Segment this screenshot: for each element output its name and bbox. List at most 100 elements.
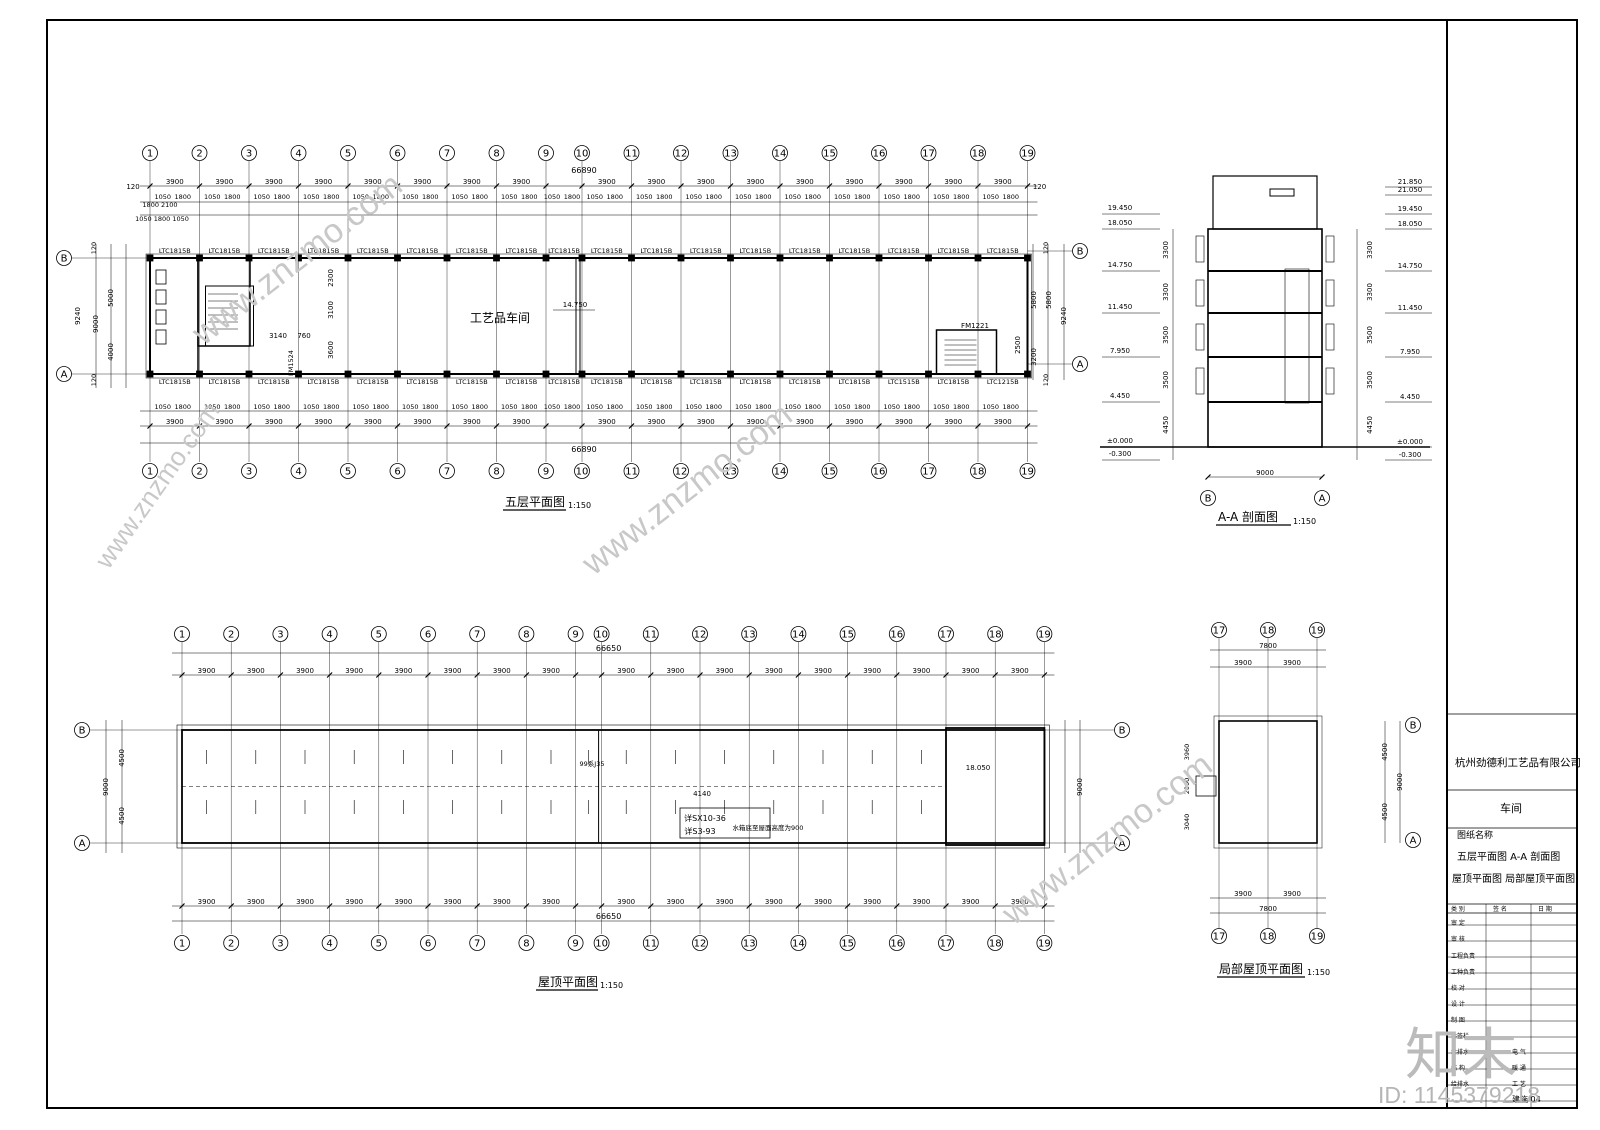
dim-tick <box>326 903 333 909</box>
tb-row-9: 结 构 <box>1451 1064 1465 1072</box>
roof-axis-top-8-bubble <box>518 626 535 642</box>
roof-axis-top-9-bubble <box>567 626 584 642</box>
plan5-axis-top-12-bubble <box>673 145 689 161</box>
roof-axis-top-17-bubble <box>938 626 954 642</box>
plan5-column <box>974 370 982 378</box>
plan5-dim-5800-b: 5800 <box>1030 291 1038 309</box>
dim-tick <box>228 903 235 909</box>
plan5-axis-top-3-bubble <box>241 145 257 161</box>
plan5-dim-sub-bottom: 1800 <box>372 403 389 411</box>
roof-dim-bay-top: 3900 <box>716 667 734 675</box>
roof-axis-bottom-19-bubble <box>1036 935 1053 951</box>
roof-axis-bottom-17-bubble <box>938 935 954 951</box>
section-axis-A-label: A <box>1319 494 1326 505</box>
plan5-window-tag-top: LTC1815B <box>208 247 240 255</box>
plan5-column <box>394 370 401 378</box>
plan5-dim-sub-bottom: 1800 <box>804 403 821 411</box>
roof-dim-bay-bottom: 3900 <box>198 898 216 906</box>
section-title: A-A 剖面图 <box>1218 510 1278 524</box>
roof-axis-bottom-1-bubble <box>174 935 190 951</box>
tb-header-3: 日 期 <box>1538 905 1552 913</box>
dim-tick <box>925 423 932 429</box>
plan5-axis-bottom-19-label: 19 <box>1021 467 1034 478</box>
dim-tick <box>493 423 500 429</box>
tb-side-0: 电 气 <box>1512 1048 1526 1056</box>
proof-hatch <box>1195 775 1217 797</box>
plan5-edge-right: 120 <box>1033 183 1046 191</box>
plan5-axis-bottom-18-label: 18 <box>972 467 985 478</box>
plan5-column <box>245 370 253 378</box>
plan5-dim-bay-top: 3900 <box>746 178 764 186</box>
roof-dim-bay-top: 3900 <box>247 667 265 675</box>
proof-axis-top-17-label: 17 <box>1213 626 1226 637</box>
plan5-dim-bay-top: 3900 <box>796 178 814 186</box>
roof-axis-bottom-19-label: 19 <box>1038 939 1051 950</box>
roof-axis-top-7-bubble <box>469 626 486 642</box>
plan5-axis-top-13-bubble <box>722 145 739 161</box>
tb-row-2: 工程负责 <box>1451 952 1475 960</box>
roof-axis-top-16-bubble <box>888 626 905 642</box>
roof-parapet <box>176 724 1050 849</box>
roof-axis-top-12-bubble <box>692 626 708 642</box>
section-floor-height: 3500 <box>1162 326 1170 344</box>
dim-tick <box>425 672 431 678</box>
roof-axis-bottom-15-label: 15 <box>841 939 854 950</box>
plan5-dim-bay-bottom: 3900 <box>314 418 332 426</box>
dim-tick <box>746 672 753 678</box>
plan5-axis-bottom-14-bubble <box>772 463 788 479</box>
plan5-dim-sub-top: 1050 <box>303 193 320 201</box>
roof-dim-bay-top: 3900 <box>863 667 881 675</box>
project-name: 车间 <box>1500 801 1522 815</box>
section-level-right: 21.050 <box>1398 186 1423 194</box>
plan5-axis-top-2-bubble <box>191 145 208 161</box>
proof-axis-top-17-bubble <box>1211 622 1227 638</box>
plan5-window-tag-bottom: LTC1815B <box>456 378 488 386</box>
roof-axis-top-17-label: 17 <box>940 630 953 641</box>
plan5-dim-sub-bottom: 1800 <box>224 403 241 411</box>
dim-tick <box>925 183 932 189</box>
proof-axis-bottom-19-label: 19 <box>1311 932 1324 943</box>
roof-axis-bottom-7-bubble <box>469 935 486 951</box>
roof-dim-bay-bottom: 3900 <box>444 898 462 906</box>
proof-row-B-bubble <box>1405 717 1421 733</box>
plan5-window-tag-top: LTC1815B <box>838 247 870 255</box>
roof-axis-bottom-2-bubble <box>223 935 240 951</box>
section-window-column <box>1284 268 1310 404</box>
plan5-axis-top-15-label: 15 <box>823 149 836 160</box>
tb-header-1: 类 别 <box>1451 905 1465 913</box>
roof-note-3: 水箱底至屋面高度为900 <box>733 823 804 832</box>
roof-axis-top-6-label: 6 <box>425 630 431 641</box>
plan5-dim-bay-top: 3900 <box>364 178 382 186</box>
dim-tick <box>697 903 703 909</box>
dim-tick <box>147 423 153 429</box>
section-water-tank <box>1269 188 1295 197</box>
plan5-dim-120: 120 <box>90 374 98 386</box>
plan5-dim-sub-bottom: 1050 <box>735 403 752 411</box>
plan5-axis-bottom-8-bubble <box>488 463 505 479</box>
plan5-column <box>727 370 734 378</box>
plan5-column <box>295 370 302 378</box>
plan5-dim-4000: 4000 <box>107 343 115 361</box>
plan5-toilet-fixture <box>155 289 167 305</box>
plan5-dim-bay-bottom: 3900 <box>647 418 665 426</box>
plan5-axis-top-1-label: 1 <box>147 149 153 160</box>
roof-axis-top-2-label: 2 <box>228 630 234 641</box>
dim-tick <box>1319 474 1325 480</box>
plan5-dim-bay-top: 3900 <box>512 178 530 186</box>
roof-axis-bottom-13-label: 13 <box>743 939 756 950</box>
partial-roof-title: 局部屋顶平面图 <box>1219 961 1303 976</box>
roof-axis-bottom-3-bubble <box>272 935 289 951</box>
proof-axis-top-19-bubble <box>1309 622 1325 638</box>
dim-tick <box>727 423 734 429</box>
roof-dim-bay-top: 3900 <box>962 667 980 675</box>
dim-tick <box>777 183 783 189</box>
plan5-dim-sub-top: 1050 <box>933 193 950 201</box>
dim-tick <box>246 183 252 189</box>
section-level-right: -0.300 <box>1399 451 1422 459</box>
tb-row-5: 设 计 <box>1451 1000 1465 1008</box>
section-right-window <box>1325 323 1335 351</box>
plan5-title: 五层平面图 <box>505 495 565 509</box>
dim-tick <box>795 672 802 678</box>
plan5-window-tag-top: LTC1815B <box>739 247 771 255</box>
